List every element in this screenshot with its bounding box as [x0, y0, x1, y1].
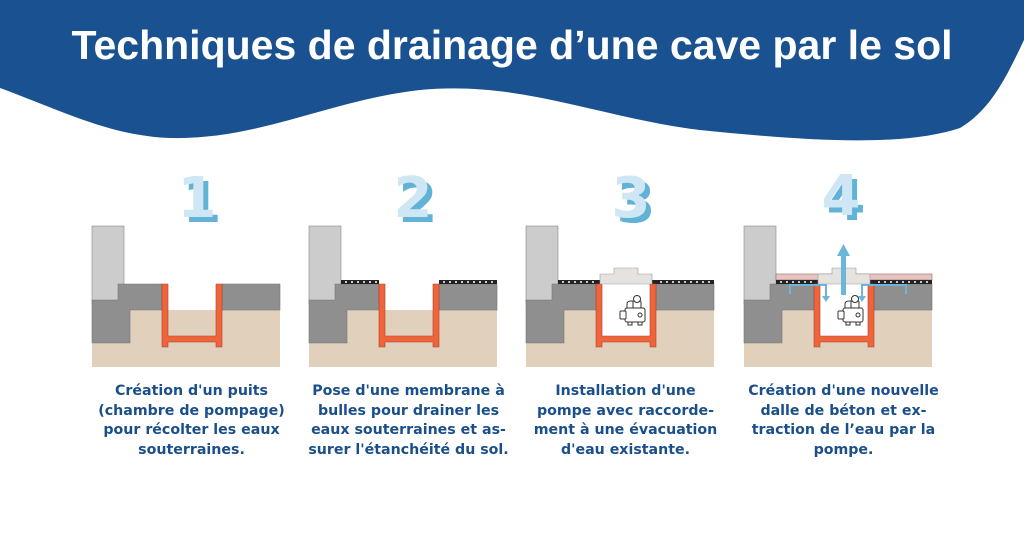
- step-number-3-icon: 3 3: [612, 166, 656, 236]
- bubble-membrane-icon: [776, 280, 932, 284]
- step-3-diagram: 3 3: [525, 166, 715, 367]
- pump-icon: [619, 295, 646, 326]
- step-2-caption: Pose d'une membrane à bulles pour draine…: [308, 383, 509, 458]
- bubble-membrane-icon: [341, 280, 497, 284]
- svg-text:1: 1: [178, 166, 217, 231]
- arrow-up-icon: [837, 244, 850, 256]
- step-1-caption: Création d'un puits (chambre de pompage)…: [98, 383, 285, 458]
- step-4-caption: Création d'une nouvelle dalle de béton e…: [748, 383, 939, 458]
- step-2-diagram: 2 2: [308, 166, 498, 367]
- pump-icon: [837, 295, 864, 326]
- svg-text:1: 1: [183, 171, 222, 236]
- water-flow-icon: [789, 284, 907, 297]
- bubble-membrane-icon: [558, 280, 714, 284]
- step-number-1-icon: 1 1: [178, 166, 222, 236]
- header-banner: [0, 0, 1024, 141]
- step-2: 2 2 Pose d'une membrane à bulles pour dr…: [301, 160, 516, 480]
- svg-text:4: 4: [827, 169, 866, 234]
- step-number-2-icon: 2 2: [394, 166, 438, 236]
- svg-text:2: 2: [399, 171, 438, 236]
- step-1-diagram: 1 1: [91, 166, 281, 367]
- svg-text:4: 4: [822, 164, 861, 229]
- svg-text:3: 3: [617, 171, 656, 236]
- page-title: Techniques de drainage d’une cave par le…: [71, 22, 953, 68]
- step-4: 4 4: [736, 160, 951, 480]
- step-3: 3 3 Installa: [518, 160, 733, 480]
- step-4-diagram: 4 4: [743, 164, 933, 367]
- step-number-4-icon: 4 4: [822, 164, 866, 234]
- pit-lid-icon: [599, 267, 653, 285]
- step-3-caption: Installation d'une pompe avec raccorde- …: [533, 383, 718, 458]
- svg-text:2: 2: [394, 166, 433, 231]
- water-arrow-icons: [822, 244, 866, 302]
- step-1: 1 1 Création d'un puits (chambre de pomp…: [84, 160, 299, 480]
- svg-text:3: 3: [612, 166, 651, 231]
